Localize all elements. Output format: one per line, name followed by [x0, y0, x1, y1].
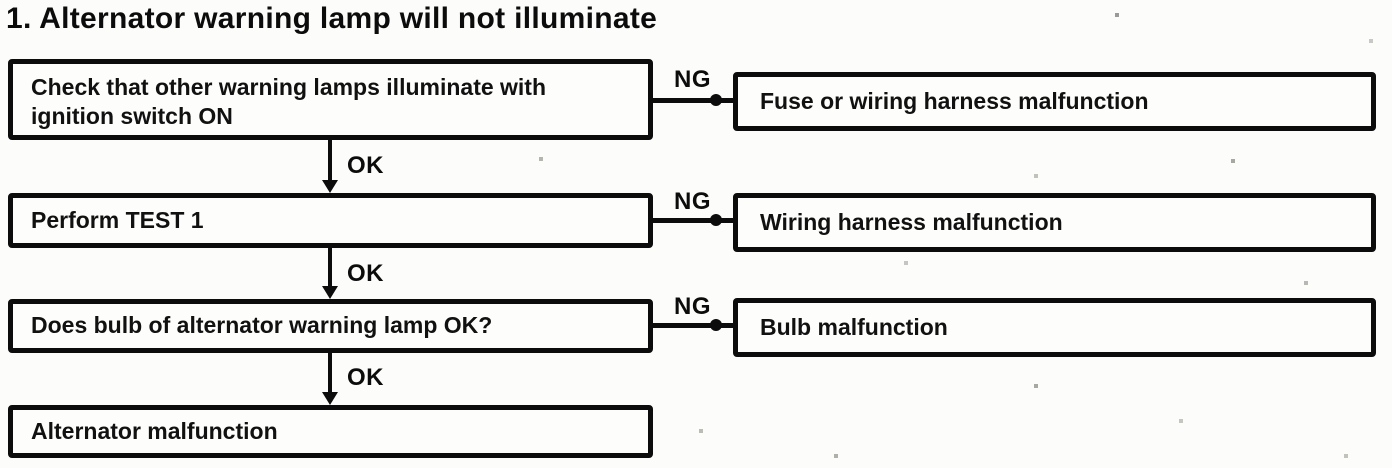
ng-connector-line: [653, 98, 733, 103]
arrow-dot-icon: [710, 94, 722, 106]
ok-connector-line: [328, 248, 332, 288]
ng-result-box-3: Bulb malfunction: [733, 298, 1376, 357]
step-text: Perform TEST 1: [31, 206, 204, 233]
step-box-1: Check that other warning lamps illuminat…: [8, 59, 653, 140]
ng-connector-line: [653, 218, 733, 223]
ng-label: NG: [674, 66, 711, 93]
ok-label: OK: [347, 364, 384, 391]
arrow-down-icon: [322, 392, 338, 405]
step-text: Check that other warning lamps illuminat…: [31, 74, 547, 130]
ng-result-box-2: Wiring harness malfunction: [733, 193, 1376, 252]
ng-result-text: Fuse or wiring harness malfunction: [760, 87, 1149, 114]
page-title: 1. Alternator warning lamp will not illu…: [6, 2, 658, 35]
step-text: Alternator malfunction: [31, 417, 278, 444]
ng-connector-line: [653, 323, 733, 328]
photocopy-speckles: [0, 0, 2, 2]
ng-result-text: Bulb malfunction: [760, 313, 948, 340]
step-box-2: Perform TEST 1: [8, 193, 653, 248]
ok-connector-line: [328, 353, 332, 394]
ng-label: NG: [674, 188, 711, 215]
step-text: Does bulb of alternator warning lamp OK?: [31, 312, 493, 339]
ok-label: OK: [347, 152, 384, 179]
arrow-dot-icon: [710, 319, 722, 331]
arrow-down-icon: [322, 286, 338, 299]
ng-label: NG: [674, 293, 711, 320]
arrow-down-icon: [322, 180, 338, 193]
ng-result-text: Wiring harness malfunction: [760, 208, 1063, 235]
ok-label: OK: [347, 260, 384, 287]
step-box-3: Does bulb of alternator warning lamp OK?: [8, 299, 653, 353]
ok-connector-line: [328, 140, 332, 184]
step-box-4: Alternator malfunction: [8, 405, 653, 458]
ng-result-box-1: Fuse or wiring harness malfunction: [733, 72, 1376, 131]
arrow-dot-icon: [710, 214, 722, 226]
